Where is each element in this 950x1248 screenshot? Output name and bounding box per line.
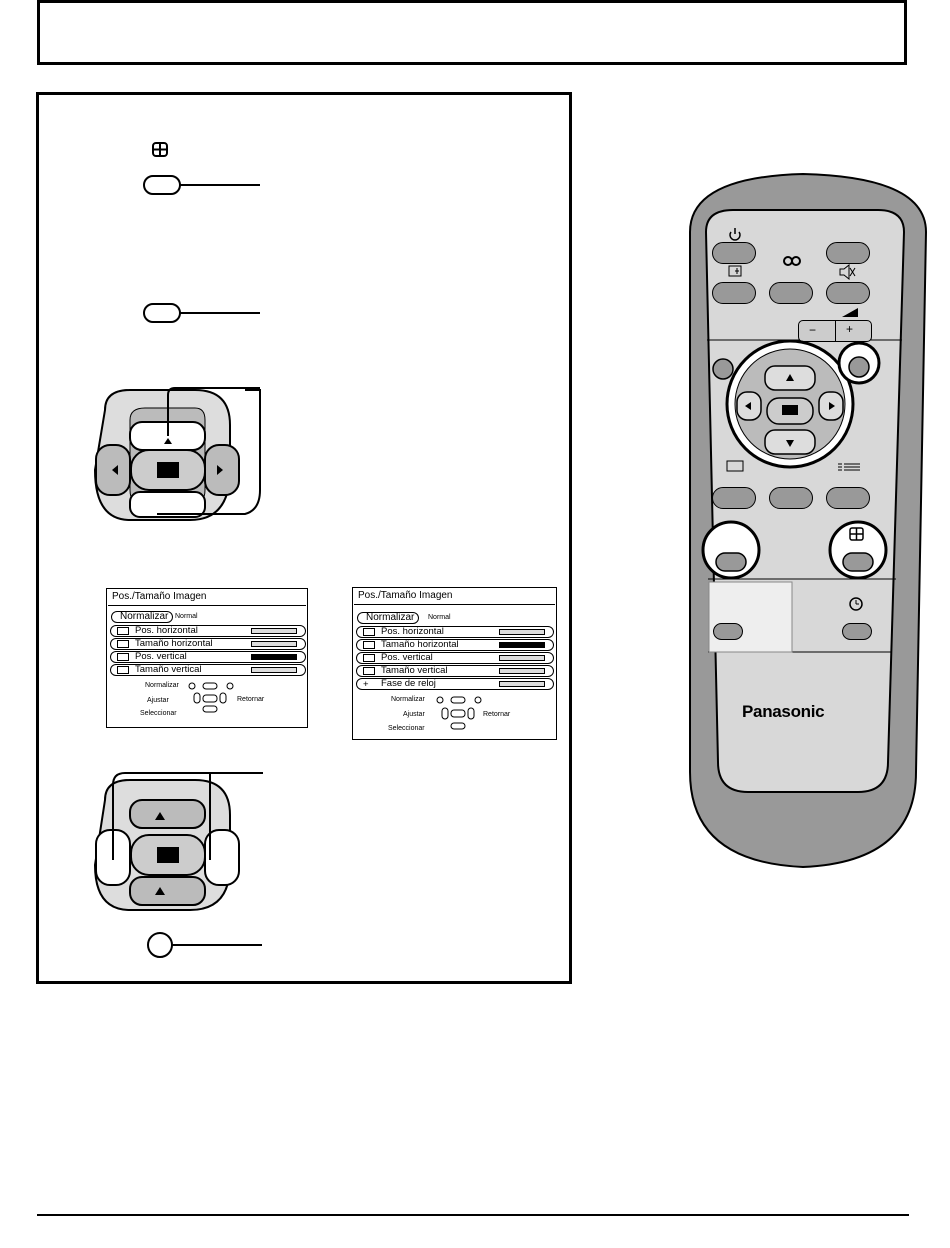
- level-bar: [499, 668, 545, 674]
- volume-icon: [842, 308, 858, 317]
- footer-rule: [37, 1214, 909, 1216]
- picture-pos-button[interactable]: [138, 172, 263, 197]
- aspect-button[interactable]: [712, 487, 756, 509]
- surround-icon: [783, 256, 801, 266]
- pos-h-icon: [363, 628, 375, 636]
- return-button[interactable]: [145, 930, 265, 960]
- page-title-box: [37, 0, 907, 65]
- row-label: Pos. vertical: [135, 651, 187, 662]
- normalize-button[interactable]: Normalizar: [111, 611, 173, 623]
- remote-button[interactable]: [713, 623, 743, 640]
- mute-icon: [839, 264, 856, 280]
- input-button[interactable]: [712, 282, 756, 304]
- osd-menu-vertical: Pos./Tamaño Imagen Normalizar Normal Pos…: [106, 588, 308, 728]
- row-label: Tamaño horizontal: [381, 639, 459, 650]
- osd-row-selected[interactable]: Pos. vertical: [110, 651, 306, 663]
- row-label: Fase de reloj: [381, 678, 436, 689]
- picture-pos-icon: [152, 142, 168, 157]
- osd-row[interactable]: Pos. horizontal: [356, 626, 554, 638]
- row-label: Tamaño horizontal: [135, 638, 213, 649]
- pos-v-icon: [117, 653, 129, 661]
- pos-h-icon: [117, 627, 129, 635]
- size-v-icon: [117, 666, 129, 674]
- row-label: Tamaño vertical: [135, 664, 202, 675]
- mute-button[interactable]: [826, 282, 870, 304]
- dpad-up-down[interactable]: [85, 380, 265, 530]
- level-bar: [499, 642, 545, 648]
- hint-select: Seleccionar: [388, 725, 425, 732]
- dpad-left-right[interactable]: [85, 765, 265, 915]
- osd-title: Pos./Tamaño Imagen: [354, 588, 555, 605]
- size-h-icon: [117, 640, 129, 648]
- top-right-button[interactable]: [826, 242, 870, 264]
- mini-dpad-icon: [188, 682, 234, 713]
- osd-row[interactable]: Tamaño vertical: [110, 664, 306, 676]
- osd-menu-horizontal: Pos./Tamaño Imagen Normalizar Normal Pos…: [352, 587, 557, 740]
- level-bar: [499, 681, 545, 687]
- osd-row-selected[interactable]: Tamaño horizontal: [356, 639, 554, 651]
- brand-logo: Panasonic: [742, 702, 825, 721]
- setup-button[interactable]: [826, 487, 870, 509]
- pos-v-icon: [363, 654, 375, 662]
- hint-normalize: Normalizar: [391, 696, 425, 703]
- instruction-panel: [36, 92, 572, 984]
- aspect-icon: [726, 460, 744, 472]
- row-label: Pos. horizontal: [135, 625, 198, 636]
- hint-adjust: Ajustar: [403, 711, 425, 718]
- osd-row[interactable]: Pos. vertical: [356, 652, 554, 664]
- highlight-picture-pos-button[interactable]: [828, 520, 890, 582]
- highlight-left-button[interactable]: [700, 520, 768, 582]
- osd-row[interactable]: Pos. horizontal: [110, 625, 306, 637]
- level-bar: [251, 667, 297, 673]
- hint-select: Seleccionar: [140, 710, 177, 717]
- osd-row[interactable]: Tamaño vertical: [356, 665, 554, 677]
- menu-icon: [838, 463, 860, 471]
- middle-button[interactable]: [769, 487, 813, 509]
- surround-button[interactable]: [769, 282, 813, 304]
- normalize-value: Normal: [175, 613, 198, 620]
- level-bar: [251, 654, 297, 660]
- row-label: Pos. horizontal: [381, 626, 444, 637]
- normalize-value: Normal: [428, 614, 451, 621]
- level-bar: [499, 655, 545, 661]
- remote-dpad[interactable]: [700, 340, 900, 480]
- power-icon: [729, 228, 741, 241]
- hint-normalize: Normalizar: [145, 682, 179, 689]
- action-button[interactable]: [138, 300, 263, 325]
- hint-return: Retornar: [483, 711, 511, 718]
- osd-row[interactable]: Tamaño horizontal: [110, 638, 306, 650]
- input-icon: [728, 265, 742, 277]
- size-h-icon: [363, 641, 375, 649]
- off-timer-button[interactable]: [842, 623, 872, 640]
- row-label: Pos. vertical: [381, 652, 433, 663]
- volume-down-label: −: [809, 323, 817, 337]
- osd-title: Pos./Tamaño Imagen: [108, 589, 306, 606]
- normalize-button[interactable]: Normalizar: [357, 612, 419, 624]
- level-bar: [251, 628, 297, 634]
- volume-rocker[interactable]: − +: [798, 320, 872, 342]
- level-bar: [251, 641, 297, 647]
- power-button[interactable]: [712, 242, 756, 264]
- osd-row[interactable]: + Fase de reloj: [356, 678, 554, 690]
- size-v-icon: [363, 667, 375, 675]
- off-timer-icon: [849, 597, 863, 611]
- volume-up-label: +: [846, 322, 854, 336]
- clock-phase-icon: +: [363, 679, 369, 690]
- rocker-divider: [835, 321, 836, 341]
- hint-return: Retornar: [237, 696, 265, 703]
- mini-dpad-icon: [436, 696, 482, 730]
- level-bar: [499, 629, 545, 635]
- row-label: Tamaño vertical: [381, 665, 448, 676]
- hint-adjust: Ajustar: [147, 697, 169, 704]
